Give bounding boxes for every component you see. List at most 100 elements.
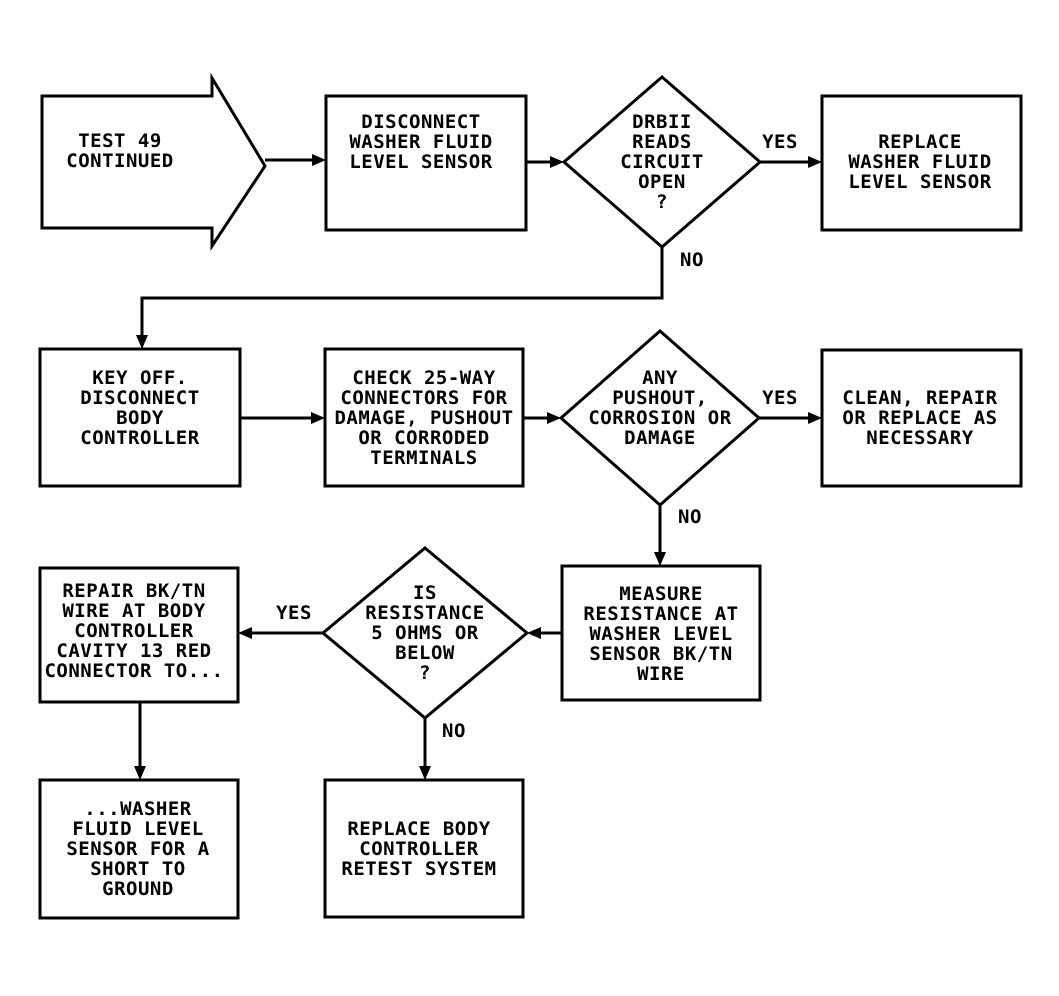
- edge-n3-n5: [140, 247, 664, 335]
- node-text-line: TEST 49: [78, 130, 162, 152]
- node-text-line: SENSOR BK/TN: [589, 643, 732, 665]
- node-text-line: SENSOR FOR A: [66, 838, 209, 860]
- arrowhead-n7-n8: [808, 412, 822, 424]
- arrowhead-n3-n4: [808, 156, 822, 168]
- node-text-line: 5 OHMS OR: [371, 622, 479, 644]
- node-text-line: DRBII: [632, 111, 692, 133]
- arrowhead-n2-n3: [550, 156, 564, 168]
- node-text-line: ...WASHER: [84, 798, 192, 820]
- process-box: [324, 94, 528, 232]
- edge-label-n10-n13: NO: [442, 720, 466, 742]
- arrowhead-n11-n12: [134, 766, 146, 780]
- node-text-line: PUSHOUT,: [612, 387, 708, 409]
- node-text-line: TERMINALS: [370, 447, 477, 469]
- node-text-line: CONTINUED: [66, 150, 173, 172]
- node-text-line: DAMAGE, PUSHOUT: [334, 407, 513, 429]
- edge-label-n10-n11: YES: [276, 602, 312, 624]
- process-box: [38, 778, 240, 920]
- node-text-line: NECESSARY: [866, 427, 974, 449]
- arrowhead-n5-n6: [311, 412, 325, 424]
- edge-label-n7-n9: NO: [678, 506, 702, 528]
- node-text-line: CHECK 25-WAY: [352, 367, 495, 389]
- node-text-line: OPEN: [638, 171, 686, 193]
- node-text-line: ?: [656, 191, 668, 213]
- node-text-line: LEVEL SENSOR: [349, 151, 492, 173]
- edges-layer: [134, 154, 822, 780]
- process-box: [38, 566, 240, 704]
- process-box: [560, 564, 762, 702]
- node-text-line: WIRE: [637, 663, 685, 685]
- arrowhead-n10-n13: [419, 766, 431, 780]
- node-text-line: RESISTANCE AT: [583, 603, 738, 625]
- node-text-line: GROUND: [102, 878, 174, 900]
- node-text-line: OR REPLACE AS: [842, 407, 997, 429]
- edge-label-n3-n5: NO: [680, 249, 704, 271]
- node-text-line: CONNECTOR TO...: [44, 660, 223, 682]
- process-box: [323, 347, 525, 488]
- arrowhead-n10-n11: [238, 627, 252, 639]
- decision-diamond: [320, 546, 530, 720]
- process-box: [820, 94, 1023, 232]
- node-text-line: CONNECTORS FOR: [340, 387, 507, 409]
- edge-labels-layer: YES NO YES NO YES NO: [276, 131, 798, 742]
- process-box: [820, 348, 1023, 488]
- node-text-line: CONTROLLER: [359, 838, 478, 860]
- node-text-line: DISCONNECT: [361, 111, 480, 133]
- node-text-line: CLEAN, REPAIR: [842, 387, 997, 409]
- node-text-line: CONTROLLER: [80, 427, 199, 449]
- node-text-line: DISCONNECT: [80, 387, 199, 409]
- arrowhead-n3-n5: [136, 335, 148, 349]
- node-text-line: ANY: [642, 367, 678, 389]
- node-text-line: IS: [413, 582, 437, 604]
- node-text-line: FLUID LEVEL: [72, 818, 203, 840]
- node-text-line: CAVITY 13 RED: [56, 640, 211, 662]
- node-text-line: CONTROLLER: [74, 620, 193, 642]
- arrowhead-n6-n7: [547, 412, 561, 424]
- node-text-line: MEASURE: [619, 583, 703, 605]
- node-text-line: RESISTANCE: [365, 602, 484, 624]
- process-box: [323, 778, 525, 919]
- node-text-line: CIRCUIT: [620, 151, 704, 173]
- node-text-line: WASHER FLUID: [848, 151, 991, 173]
- arrowhead-n7-n9: [654, 552, 666, 566]
- edge-label-n3-n4: YES: [762, 131, 798, 153]
- node-text-line: REPLACE: [878, 131, 962, 153]
- node-text-line: LEVEL SENSOR: [848, 171, 991, 193]
- arrowhead-n9-n10: [527, 627, 541, 639]
- node-text-line: BELOW: [395, 642, 455, 664]
- node-text-line: RETEST SYSTEM: [341, 858, 496, 880]
- node-text-line: WASHER LEVEL: [589, 623, 732, 645]
- decision-diamond: [558, 329, 762, 507]
- edge-label-n7-n8: YES: [762, 387, 798, 409]
- node-text-line: ?: [419, 662, 431, 684]
- node-text-line: WIRE AT BODY: [62, 600, 205, 622]
- node-text-line: CORROSION OR: [588, 407, 731, 429]
- node-text-line: REPAIR BK/TN: [62, 580, 205, 602]
